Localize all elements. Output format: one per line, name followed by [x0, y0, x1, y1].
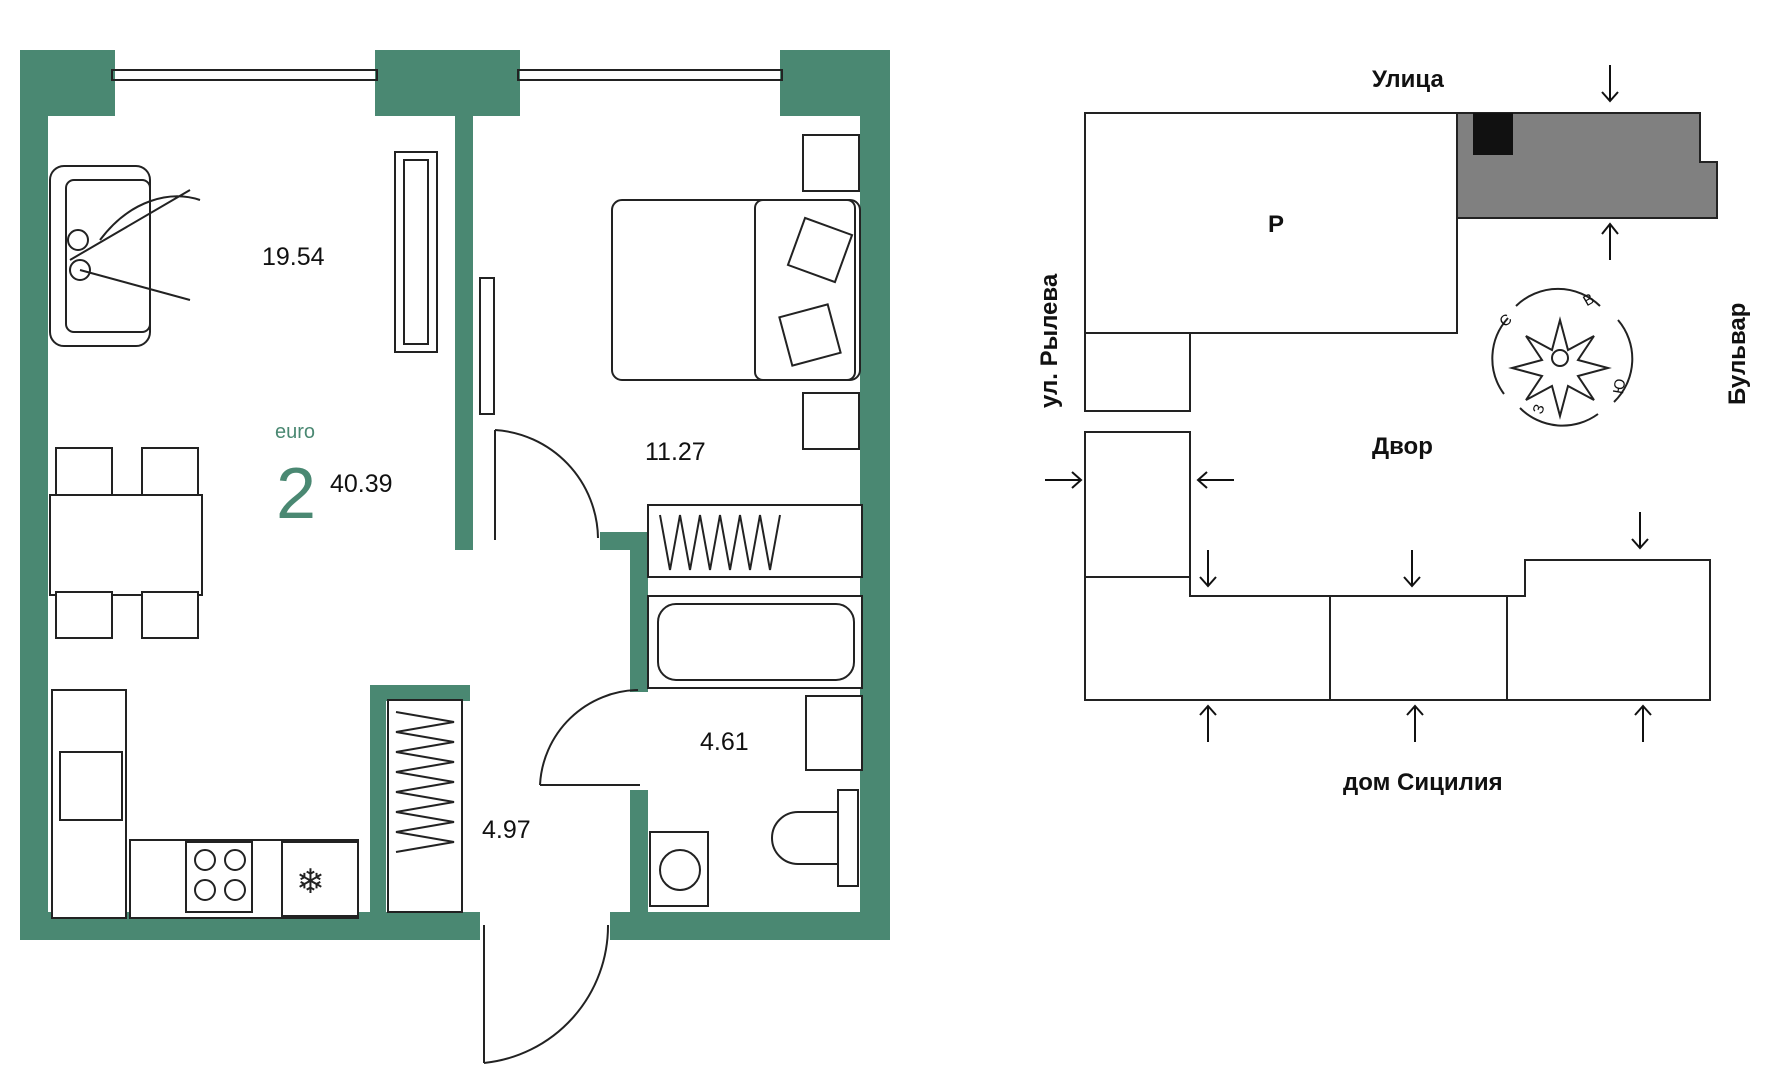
wall-bath-left-upper: [630, 532, 648, 692]
compass-east: В: [1580, 290, 1597, 310]
apartment-rooms-count: 2: [276, 454, 316, 534]
area-living: 19.54: [262, 243, 325, 271]
hallway-wardrobe: [387, 699, 463, 913]
label-street-right: Бульвар: [1724, 303, 1751, 405]
area-bedroom: 11.27: [645, 438, 706, 466]
outer-wall-top-mid: [375, 50, 520, 116]
wall-closet-side: [370, 685, 386, 915]
outer-wall-bottom-right: [610, 912, 890, 940]
label-street-left: ул. Рылева: [1036, 273, 1063, 408]
outer-wall-top-left: [20, 50, 115, 116]
window-bedroom: [517, 69, 783, 81]
apartment-plan: ❄: [20, 50, 890, 1064]
label-street-top: Улица: [1372, 66, 1444, 93]
toilet: [771, 789, 859, 887]
nightstand-bottom: [802, 392, 860, 450]
compass-south: Ю: [1610, 377, 1629, 395]
sink: [805, 695, 863, 771]
door-entrance[interactable]: [483, 924, 610, 1064]
compass-north: С: [1496, 311, 1515, 331]
entrance-arrows: [1045, 65, 1652, 742]
building-highlighted: [1456, 112, 1718, 219]
apartment-type-label: euro: [275, 421, 315, 443]
wall-hall-closet: [370, 685, 470, 701]
sofa: [49, 165, 201, 347]
wardrobe-tv-bedroom: [479, 277, 495, 415]
window-living: [111, 69, 378, 81]
apartment-total-area: 40.39: [330, 470, 393, 498]
door-bathroom[interactable]: [539, 689, 640, 786]
bed: [611, 199, 861, 381]
building-bottom-row: [1084, 559, 1711, 701]
compass-rose: С В Ю З: [1491, 287, 1634, 427]
label-building-p: Р: [1268, 211, 1284, 238]
outer-wall-left: [20, 50, 48, 940]
compass-west: З: [1529, 402, 1548, 416]
building-small-left: [1084, 332, 1191, 412]
bathtub: [647, 595, 863, 689]
bedroom-wardrobe: [647, 504, 863, 578]
outer-wall-top-right: [780, 50, 890, 116]
washing-machine: [649, 831, 709, 907]
wall-bath-left-lower: [630, 790, 648, 940]
building-p: [1084, 112, 1458, 334]
area-hallway: 4.97: [482, 816, 531, 844]
wall-living-bedroom: [455, 116, 473, 550]
snowflake-icon: ❄: [296, 863, 325, 901]
nightstand-top: [802, 134, 860, 192]
building-left-block: [1084, 431, 1191, 578]
current-section-marker: [1473, 113, 1513, 155]
kitchen-units: ❄: [51, 689, 359, 919]
tv-stand: [394, 151, 438, 353]
area-bathroom: 4.61: [700, 728, 749, 756]
dining-table: [49, 447, 203, 639]
outer-wall-right: [860, 50, 890, 940]
site-plan: Улица Р Двор дом Сицилия ул. Рылева Буль…: [1036, 65, 1751, 796]
label-house-bottom: дом Сицилия: [1343, 769, 1503, 796]
door-bedroom[interactable]: [494, 429, 599, 540]
label-courtyard: Двор: [1372, 433, 1433, 460]
